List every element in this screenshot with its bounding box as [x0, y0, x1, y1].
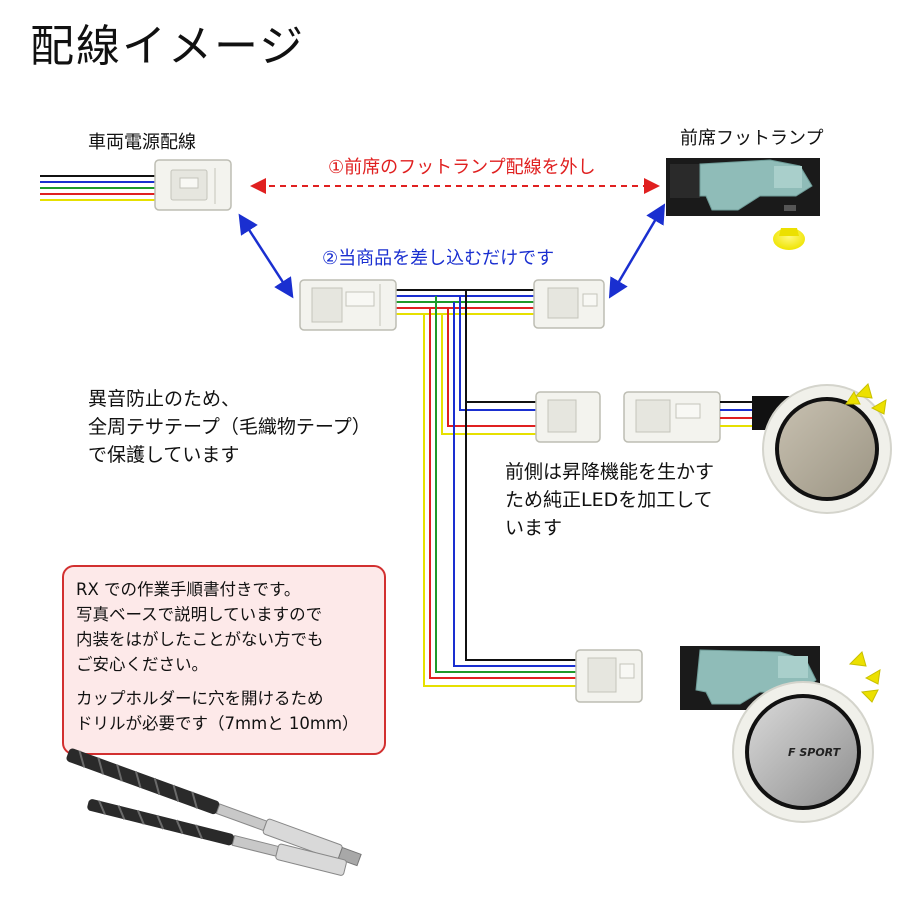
note-group-manual: RX での作業手順書付きです。写真ベースで説明していますので内装をはがしたことが…	[76, 577, 372, 677]
noise-protection-note: 異音防止のため、 全周テサテープ（毛織物テープ） で保護しています	[88, 388, 371, 466]
vehicle-connector	[154, 159, 232, 211]
harness-wires	[396, 289, 582, 687]
vehicle-power-label: 車両電源配線	[88, 132, 196, 153]
front-led-note: 前側は昇降機能を生かす ため純正LEDを加工して います	[505, 461, 715, 539]
note-line: ご安心ください。	[76, 655, 208, 674]
page-title: 配線イメージ	[30, 21, 306, 72]
foot-lamp-top	[666, 158, 820, 250]
light-rays-upper	[845, 383, 887, 415]
middle-connector-a	[535, 391, 601, 443]
connect-arrow-right	[608, 203, 666, 299]
drill-bit-1	[66, 748, 362, 867]
note-line: カップホルダーに穴を開けるため	[76, 689, 324, 708]
info-note-box: RX での作業手順書付きです。写真ベースで説明していますので内装をはがしたことが…	[62, 565, 386, 755]
step1-label: ①前席のフットランプ配線を外し	[328, 157, 596, 178]
harness-connector-main	[299, 279, 397, 331]
note-group-drill: カップホルダーに穴を開けるためドリルが必要です（7mmと 10mm）	[76, 686, 372, 736]
connect-arrow-left	[238, 213, 294, 299]
note-line: 写真ベースで説明していますので	[76, 605, 323, 624]
f-sport-disc: F SPORT	[732, 681, 874, 823]
f-sport-badge-text: F SPORT	[788, 746, 842, 759]
light-rays-lower	[848, 651, 881, 703]
led-wires	[720, 401, 756, 427]
drill-bit-2	[87, 799, 347, 876]
middle-connector-b	[623, 391, 721, 443]
note-line: 内装をはがしたことがない方でも	[76, 630, 324, 649]
led-disc	[752, 384, 892, 514]
note-line: ドリルが必要です（7mmと 10mm）	[76, 714, 359, 733]
bottom-connector	[575, 649, 643, 703]
note-line: RX での作業手順書付きです。	[76, 580, 301, 599]
harness-connector-lamp	[533, 279, 605, 329]
vehicle-power-wires	[40, 175, 158, 201]
step2-label: ②当商品を差し込むだけです	[322, 248, 555, 269]
front-foot-lamp-label: 前席フットランプ	[680, 128, 824, 149]
